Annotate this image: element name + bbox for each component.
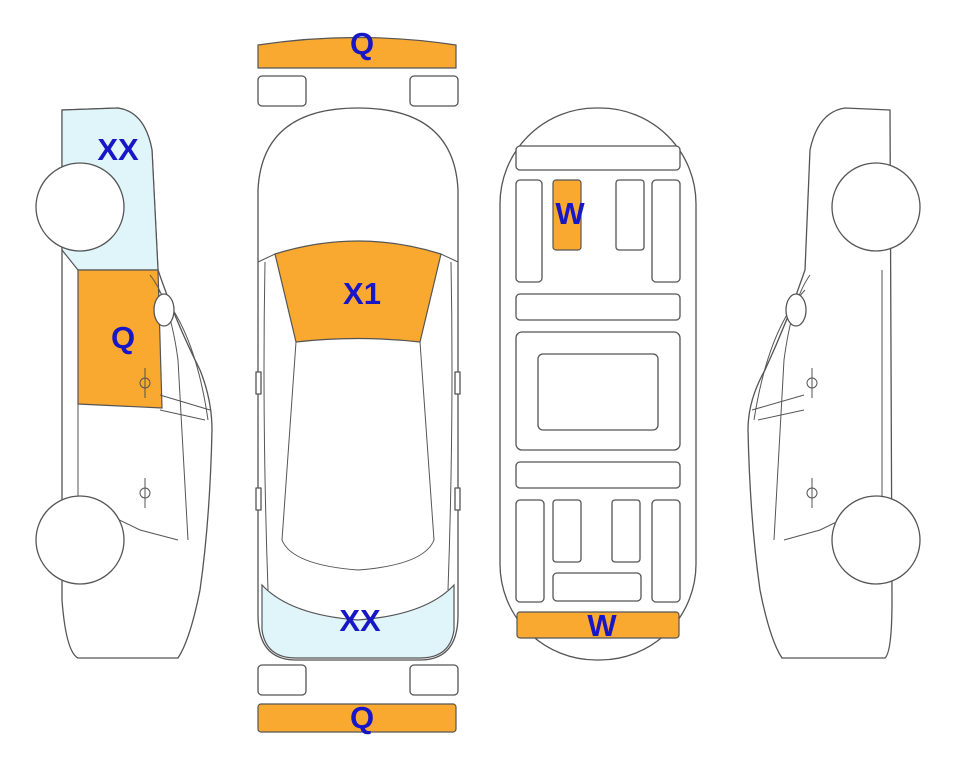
top-side-lines bbox=[257, 253, 459, 591]
under-top-bar bbox=[515, 145, 681, 171]
left-door-handle-front bbox=[139, 368, 151, 398]
left-hood-label: XX bbox=[97, 132, 139, 167]
top-left-mirror bbox=[255, 371, 262, 395]
under-rear-left-panel bbox=[552, 499, 582, 563]
top-left-handle bbox=[255, 487, 262, 511]
left-side-view: XX Q bbox=[35, 107, 213, 659]
rear-window-zone bbox=[261, 583, 455, 659]
left-rear-wheel bbox=[35, 495, 125, 585]
right-front-wheel bbox=[831, 162, 921, 252]
rear-window-label: XX bbox=[339, 603, 381, 638]
rear-right-light bbox=[409, 664, 459, 696]
rear-bumper-zone bbox=[257, 703, 457, 733]
right-door-handle-front bbox=[806, 368, 818, 398]
right-side-view bbox=[747, 107, 921, 659]
top-car-body bbox=[257, 107, 459, 661]
right-door-handle-rear bbox=[806, 478, 818, 508]
front-left-light bbox=[257, 75, 307, 107]
left-mirror bbox=[153, 293, 175, 327]
under-lower-bar bbox=[515, 461, 681, 489]
underside-view: W W bbox=[499, 107, 697, 661]
under-front-right-panel bbox=[615, 179, 645, 251]
rear-left-light bbox=[257, 664, 307, 696]
left-front-wheel bbox=[35, 162, 125, 252]
under-right-rail-front bbox=[651, 179, 681, 283]
left-front-door-zone bbox=[77, 269, 163, 409]
under-mid-bar bbox=[515, 293, 681, 321]
under-rear-panel-zone bbox=[516, 611, 680, 639]
front-bumper-zone bbox=[257, 36, 457, 69]
front-right-light bbox=[409, 75, 459, 107]
top-right-handle bbox=[454, 487, 461, 511]
under-front-panel-label: W bbox=[555, 196, 585, 231]
top-view: Q X1 XX Q bbox=[255, 26, 461, 735]
under-center-panel bbox=[537, 353, 659, 431]
under-left-rail-rear bbox=[515, 499, 545, 603]
left-door-handle-rear bbox=[139, 478, 151, 508]
windshield-label: X1 bbox=[343, 276, 381, 311]
right-rear-wheel bbox=[831, 495, 921, 585]
under-right-rail-rear bbox=[651, 499, 681, 603]
under-rear-center-bar bbox=[552, 572, 642, 602]
under-left-rail-front bbox=[515, 179, 543, 283]
left-front-door-label: Q bbox=[111, 320, 135, 355]
right-mirror bbox=[785, 293, 807, 327]
under-rear-right-panel bbox=[611, 499, 641, 563]
rear-bumper-label: Q bbox=[350, 700, 374, 735]
top-roof-outline bbox=[281, 341, 435, 571]
front-bumper-label: Q bbox=[350, 26, 374, 61]
under-front-panel-zone bbox=[552, 179, 582, 251]
top-right-mirror bbox=[454, 371, 461, 395]
under-rear-panel-label: W bbox=[587, 608, 617, 643]
